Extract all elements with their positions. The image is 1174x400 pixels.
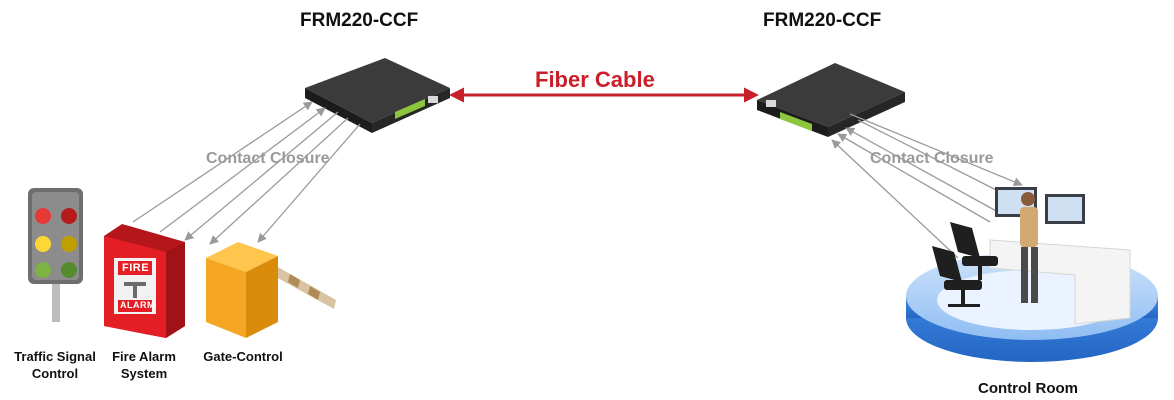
gate-barrier-icon <box>206 242 336 338</box>
traffic-light-icon <box>28 188 83 322</box>
fiber-cable-label: Fiber Cable <box>535 67 655 92</box>
left-contact-closure-label: Contact Closure <box>206 150 330 167</box>
right-contact-closure-arrows <box>831 113 1023 259</box>
gate-control-caption: Gate-Control <box>203 349 283 364</box>
fire-alarm-caption: Fire Alarm System <box>112 349 176 381</box>
left-device-title: FRM220-CCF <box>300 10 419 31</box>
fire-alarm-bottom-text: ALARM <box>120 300 155 310</box>
control-room-caption: Control Room <box>978 380 1078 397</box>
fire-alarm-icon <box>104 224 185 338</box>
right-device-title: FRM220-CCF <box>763 10 882 31</box>
left-device-icon <box>305 58 450 133</box>
right-contact-closure-label: Contact Closure <box>870 150 994 167</box>
traffic-signal-caption: Traffic Signal Control <box>14 349 96 381</box>
fire-alarm-top-text: FIRE <box>122 262 150 274</box>
control-room-icon <box>906 187 1158 362</box>
left-contact-closure-arrows <box>132 101 361 245</box>
right-device-icon <box>757 63 905 137</box>
